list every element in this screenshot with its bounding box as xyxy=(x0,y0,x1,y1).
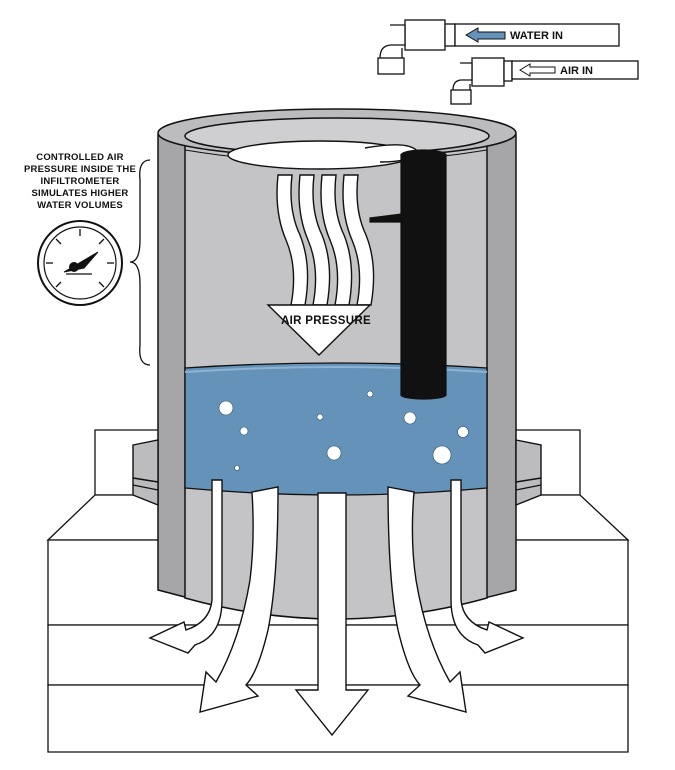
air-in-fitting xyxy=(450,57,639,105)
annotation-line-2: PRESSURE INSIDE THE xyxy=(24,164,136,175)
bubble xyxy=(457,426,469,438)
annotation-line-5: WATER VOLUMES xyxy=(37,200,123,211)
water-in-fitting xyxy=(377,19,620,75)
bubble xyxy=(218,400,234,416)
arrow-left-icon xyxy=(519,63,556,77)
bubble xyxy=(366,390,374,398)
bubble xyxy=(234,465,240,471)
air-in-label: AIR IN xyxy=(560,65,593,77)
annotation-line-4: SIMULATES HIGHER xyxy=(32,188,129,199)
arrow-left-icon xyxy=(465,27,506,43)
bubble xyxy=(432,445,452,465)
annotation-line-1: CONTROLLED AIR xyxy=(36,152,123,163)
elbow-fitting-icon xyxy=(471,57,505,87)
pressure-gauge-icon xyxy=(37,220,123,306)
elbow-fitting-icon xyxy=(404,19,446,51)
annotation-text: CONTROLLED AIR PRESSURE INSIDE THE INFIL… xyxy=(24,152,136,211)
infiltration-arrows xyxy=(148,479,525,737)
bubble xyxy=(403,411,417,425)
bubble xyxy=(326,445,342,461)
standpipe xyxy=(369,149,447,400)
lid-opening xyxy=(227,140,419,170)
annotation-line-3: INFILTROMETER xyxy=(41,176,120,187)
air-pressure-arrow xyxy=(266,174,375,356)
flange-ring xyxy=(132,439,542,507)
air-pressure-label: AIR PRESSURE xyxy=(281,315,371,327)
water-in-label: WATER IN xyxy=(510,30,563,42)
annotation-brace xyxy=(129,159,151,366)
bubble xyxy=(316,413,324,421)
bubble xyxy=(239,426,249,436)
